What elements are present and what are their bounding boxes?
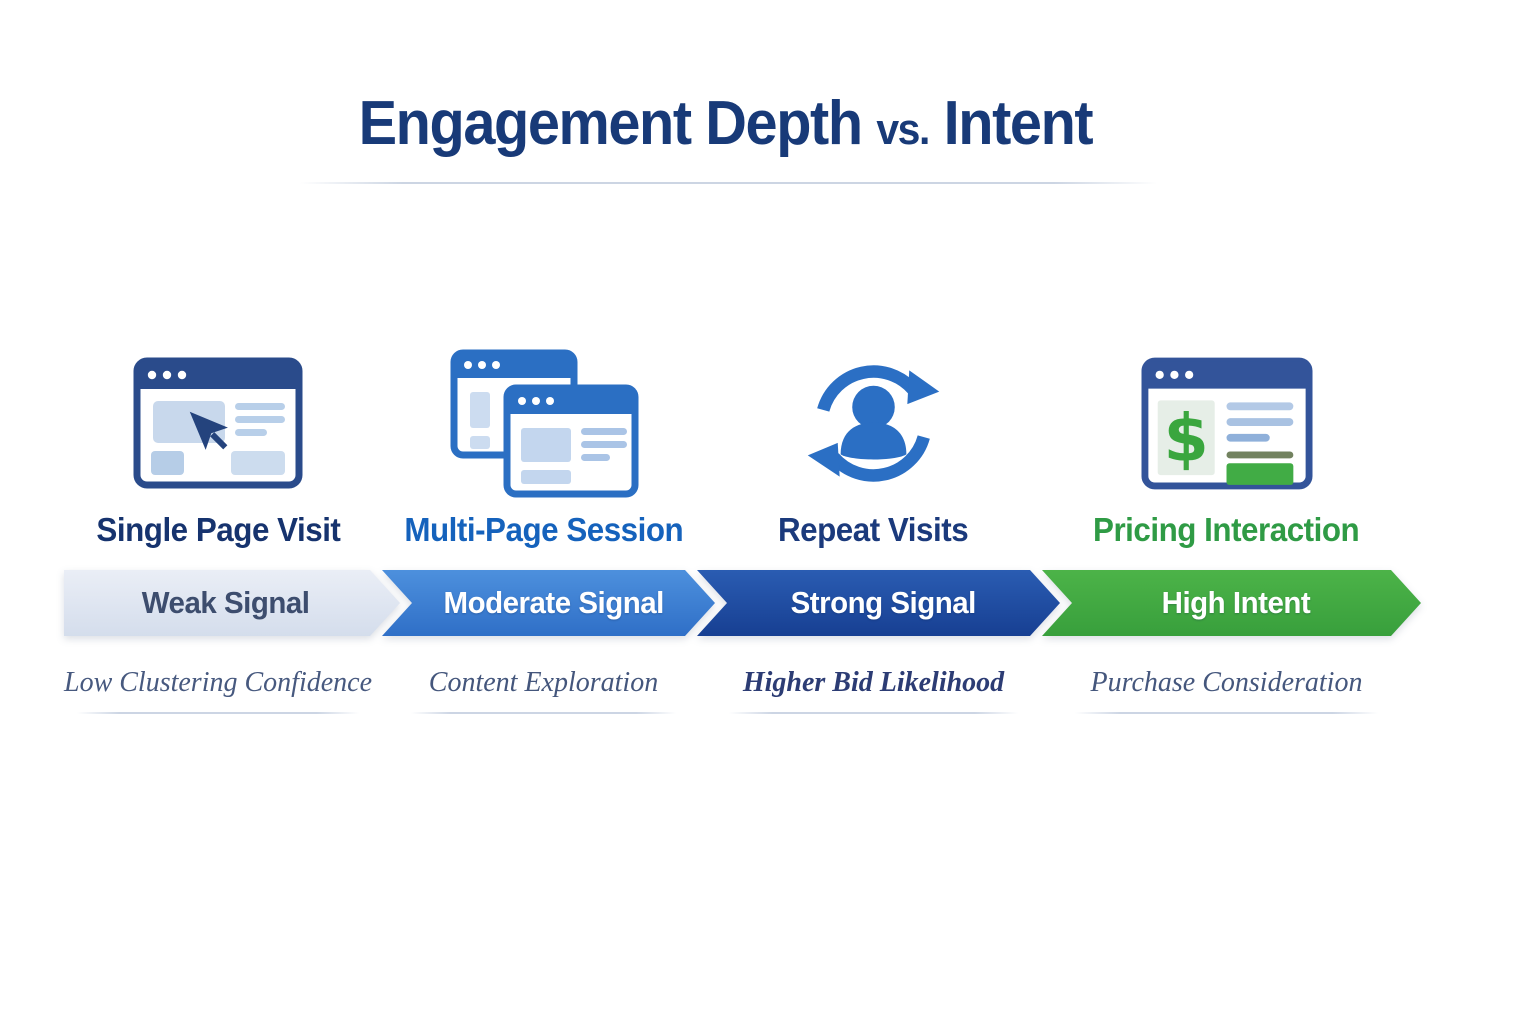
title-divider <box>300 182 1157 184</box>
high-intent-label: High Intent <box>1161 585 1311 620</box>
weak-signal-segment: Weak Signal <box>64 570 400 636</box>
stage-3-caption-underline <box>728 711 1019 714</box>
signal-strength-arrow-bar: Weak Signal Moderate Signal Strong Signa… <box>64 570 1421 636</box>
title-lead: Engagement Depth <box>358 89 862 158</box>
title-tail: Intent <box>943 89 1093 158</box>
single-page-browser-icon <box>133 357 303 489</box>
stage-3-icon-cell <box>701 348 1046 498</box>
title-vs: vs. <box>875 105 930 154</box>
moderate-signal-label: Moderate Signal <box>443 585 664 620</box>
stage-4-caption: Purchase Consideration <box>1090 666 1363 698</box>
weak-signal-label: Weak Signal <box>141 585 310 620</box>
moderate-signal-segment: Moderate Signal <box>382 570 715 636</box>
stage-2-caption: Content Exploration <box>428 666 659 698</box>
high-intent-segment: High Intent <box>1042 570 1421 636</box>
multi-page-windows-icon <box>450 349 638 498</box>
stage-1-label: Single Page Visit <box>95 511 340 548</box>
labels-row: Single Page Visit Multi-Page Session Rep… <box>50 505 1407 555</box>
strong-signal-label: Strong Signal <box>790 585 976 620</box>
stage-2-caption-underline <box>411 711 676 714</box>
strong-signal-segment: Strong Signal <box>697 570 1060 636</box>
stage-1-caption: Low Clustering Confidence <box>64 666 372 698</box>
repeat-user-cycle-icon <box>807 364 940 482</box>
stage-4-label: Pricing Interaction <box>1093 511 1360 548</box>
stage-1-icon-cell <box>50 348 386 498</box>
stage-2-label: Multi-Page Session <box>404 511 683 548</box>
stage-4-icon-cell: $ <box>1046 348 1407 498</box>
stage-3-label: Repeat Visits <box>778 511 969 548</box>
stage-4-caption-underline <box>1074 711 1379 714</box>
pricing-window-dollar-icon: $ <box>1140 357 1313 489</box>
captions-row: Low Clustering Confidence Content Explor… <box>50 655 1407 725</box>
icons-row: $ <box>50 348 1407 498</box>
svg-text:$: $ <box>1163 401 1208 476</box>
stage-1-caption-underline <box>76 711 360 714</box>
stage-2-icon-cell <box>386 348 701 498</box>
stage-3-caption: Higher Bid Likelihood <box>742 666 1005 698</box>
page-title: Engagement Depth vs. Intent <box>0 88 1450 159</box>
